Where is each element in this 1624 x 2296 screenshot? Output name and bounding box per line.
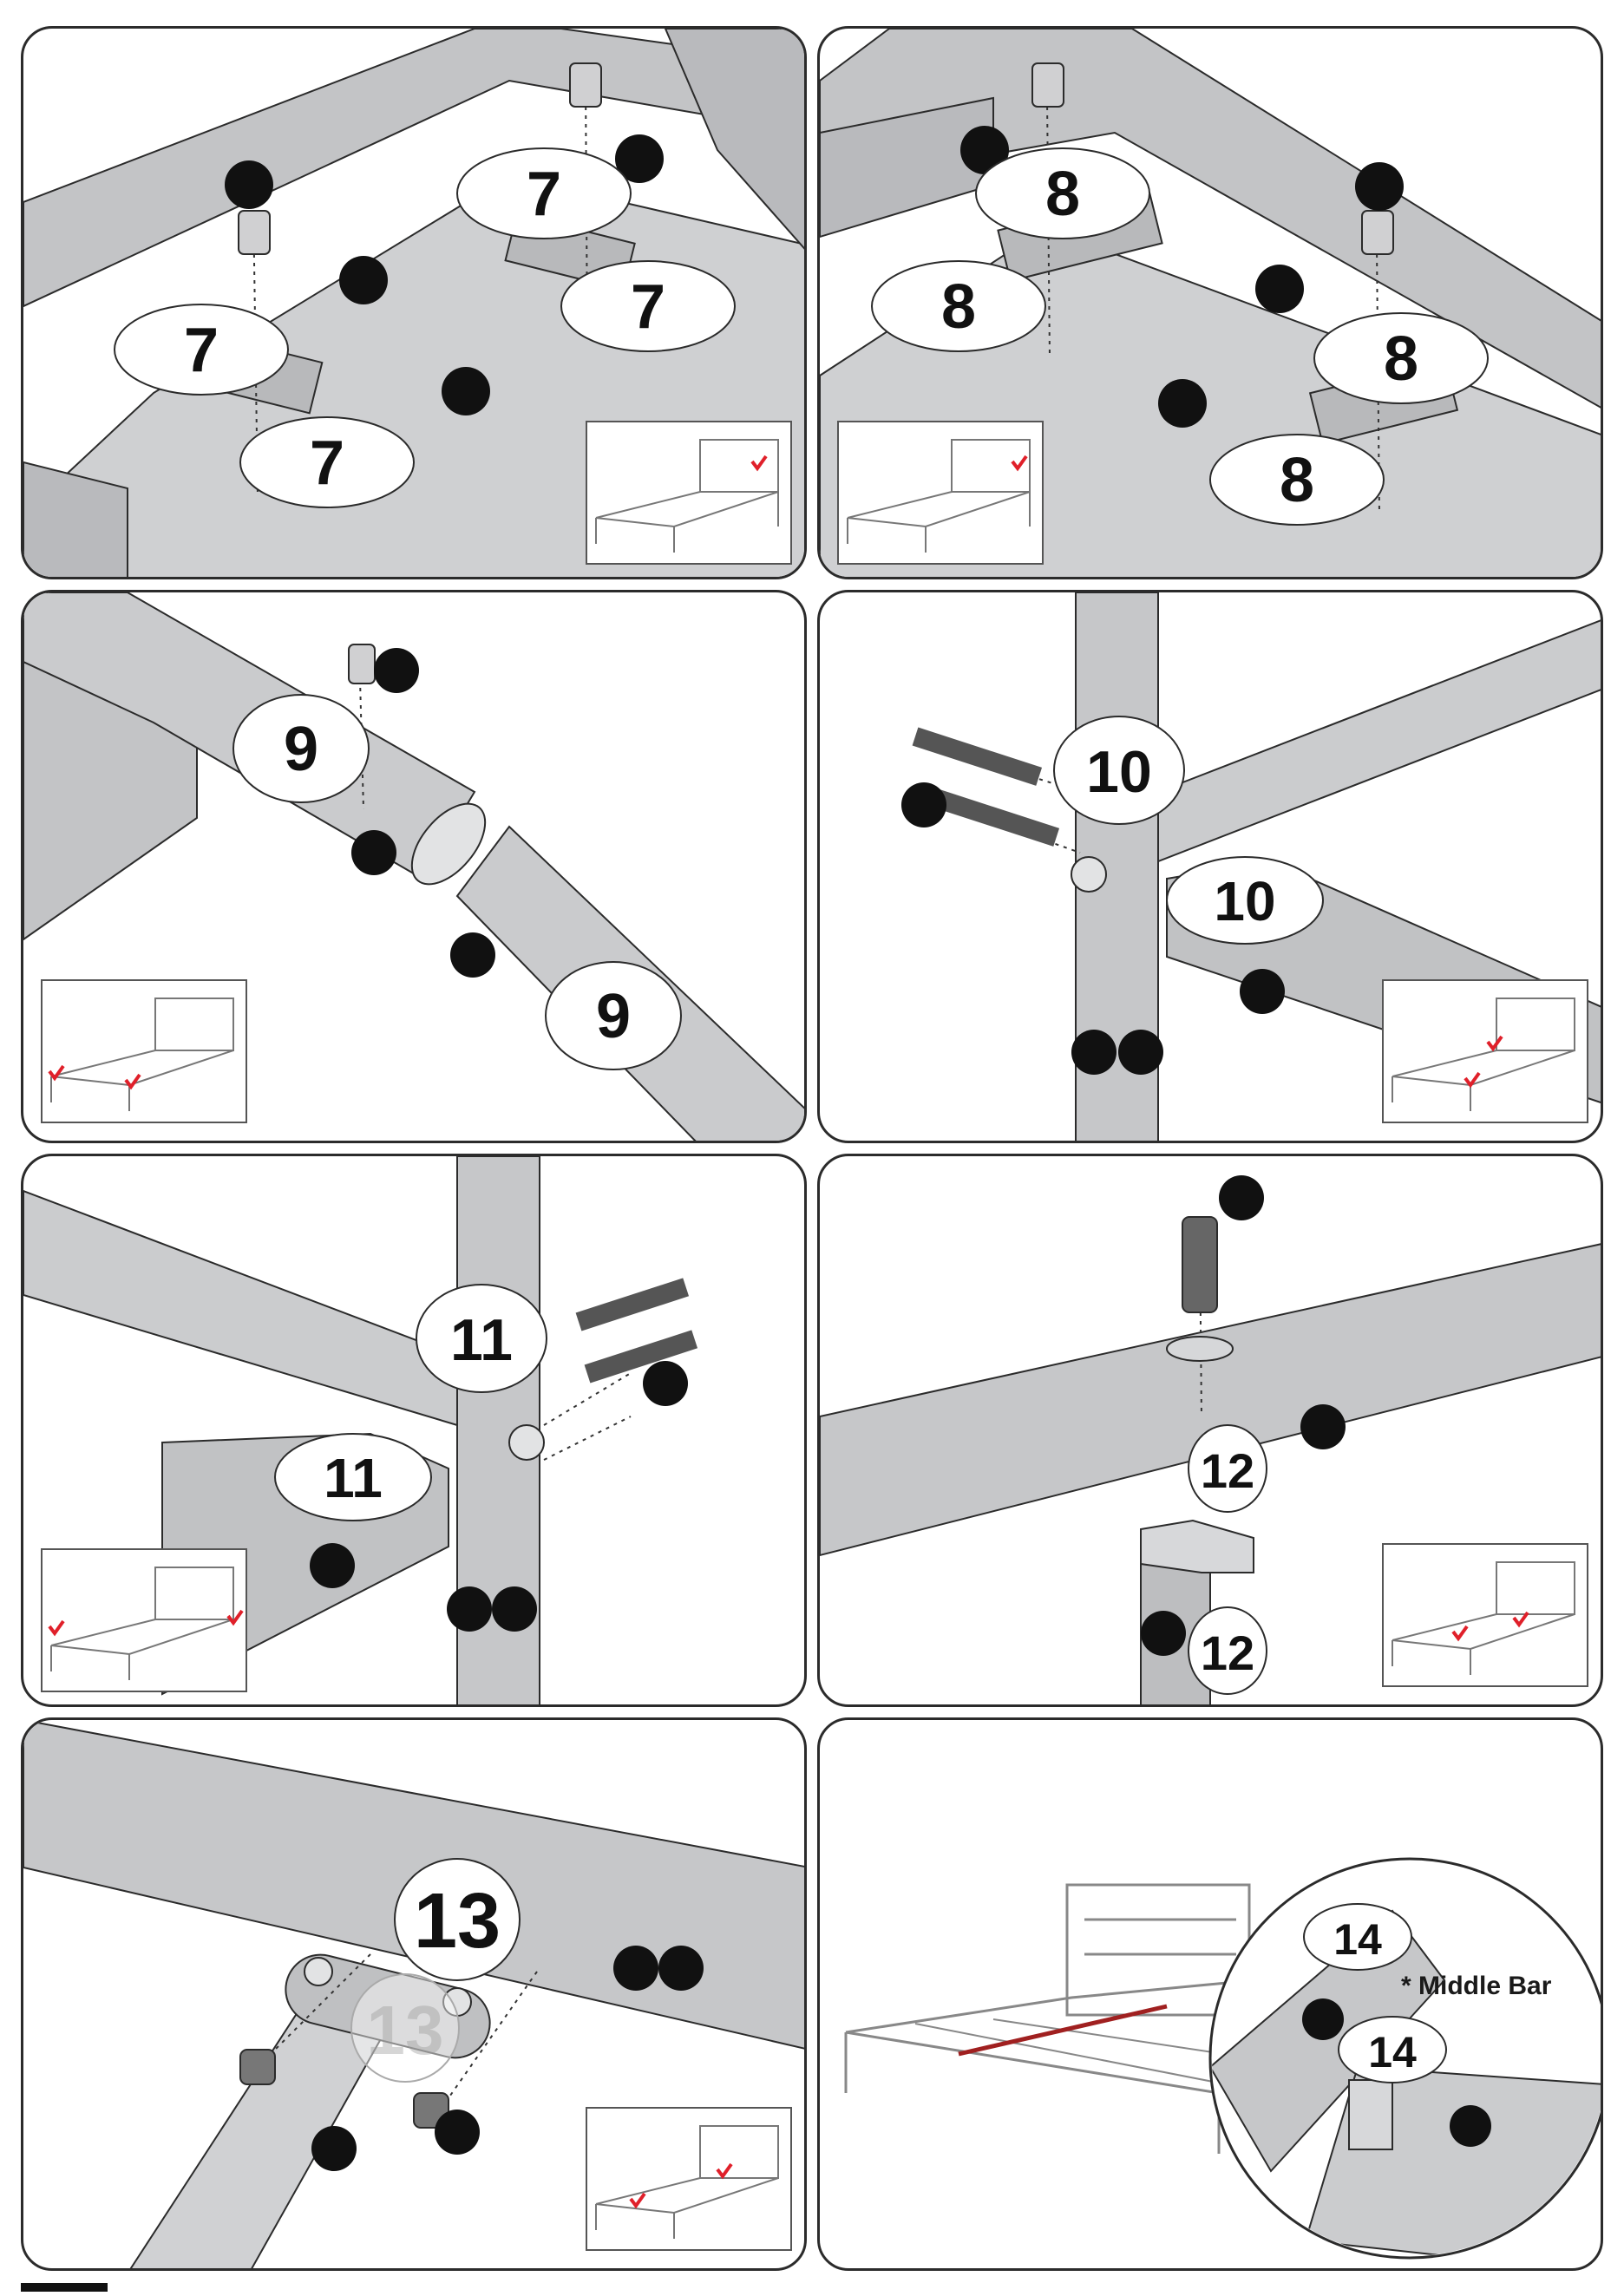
part-marker xyxy=(1302,1998,1344,2040)
bed-frame-icon xyxy=(587,2109,790,2249)
check-icon xyxy=(126,1075,140,1087)
part-marker xyxy=(1071,1030,1116,1075)
middle-bar-highlight xyxy=(959,2006,1167,2054)
bed-overview-inset xyxy=(1382,1543,1588,1687)
step-label: 14 xyxy=(1368,2028,1417,2077)
part-marker xyxy=(1158,379,1207,428)
bed-frame-icon xyxy=(1384,981,1587,1122)
step-label: 7 xyxy=(184,316,219,385)
step-9-panel: 9 9 xyxy=(21,590,807,1143)
check-icon xyxy=(1488,1037,1502,1049)
step-label: 14 xyxy=(1333,1915,1382,1964)
part-marker xyxy=(442,367,490,415)
step-label: 11 xyxy=(324,1447,383,1509)
part-marker xyxy=(447,1586,492,1632)
bed-frame-icon xyxy=(587,422,790,563)
check-icon xyxy=(228,1611,242,1623)
bed-frame-icon xyxy=(43,1550,246,1691)
check-icon xyxy=(1012,456,1026,468)
step-label: 13 xyxy=(414,1878,501,1965)
check-icon xyxy=(752,456,766,468)
part-marker xyxy=(450,932,495,978)
part-marker xyxy=(613,1946,658,1991)
part-marker xyxy=(1255,265,1304,313)
page-footer-bar xyxy=(21,2283,108,2292)
step-label: 12 xyxy=(1201,1443,1254,1498)
step-label: 12 xyxy=(1201,1626,1254,1680)
bed-overview-inset xyxy=(586,2107,792,2251)
part-marker xyxy=(658,1946,704,1991)
bed-overview-inset xyxy=(586,421,792,565)
step-label: 8 xyxy=(1280,446,1314,515)
part-marker xyxy=(1300,1404,1346,1449)
step-label: 8 xyxy=(1384,324,1418,394)
hardware-marker xyxy=(374,648,419,693)
bed-frame-icon xyxy=(43,981,246,1122)
hardware-marker xyxy=(901,782,946,827)
check-icon xyxy=(717,2164,731,2176)
step-label: 8 xyxy=(941,272,976,342)
part-marker xyxy=(1141,1611,1186,1656)
hardware-marker xyxy=(643,1361,688,1406)
bed-frame-icon xyxy=(839,422,1042,563)
bed-overview-inset xyxy=(1382,979,1588,1123)
check-icon xyxy=(1453,1626,1467,1639)
hardware-marker xyxy=(435,2110,480,2155)
check-icon xyxy=(49,1066,63,1078)
step-label: 8 xyxy=(1045,160,1080,229)
bed-overview-inset xyxy=(41,1548,247,1692)
step-7-panel: 7 7 7 7 xyxy=(21,26,807,579)
step-label: 10 xyxy=(1086,739,1152,805)
step-label: 11 xyxy=(450,1307,513,1373)
part-marker xyxy=(1240,969,1285,1014)
hardware-marker xyxy=(1355,162,1404,211)
part-marker xyxy=(351,830,396,875)
step-label: 10 xyxy=(1214,870,1275,932)
step-label: 7 xyxy=(631,272,665,342)
bed-overview-inset xyxy=(837,421,1044,565)
hardware-marker xyxy=(225,160,273,209)
part-marker xyxy=(310,1543,355,1588)
step-11-panel: 11 11 xyxy=(21,1154,807,1707)
bed-frame-icon xyxy=(1384,1545,1587,1685)
step-label: 7 xyxy=(527,160,561,229)
step-label: 13 xyxy=(367,1992,444,2069)
middle-bar-note: * Middle Bar xyxy=(1401,1972,1551,2001)
hardware-marker xyxy=(1219,1175,1264,1220)
step-label: 9 xyxy=(284,715,318,784)
step-label: 9 xyxy=(596,982,631,1051)
part-marker xyxy=(311,2126,357,2171)
step-14-panel: 14 14 * Middle Bar xyxy=(817,1717,1603,2271)
step-13-panel: 13 13 xyxy=(21,1717,807,2271)
part-marker xyxy=(1450,2105,1491,2147)
part-marker xyxy=(492,1586,537,1632)
part-marker xyxy=(339,256,388,304)
bed-overview-inset xyxy=(41,979,247,1123)
part-marker xyxy=(1118,1030,1163,1075)
step-12-panel: 12 12 xyxy=(817,1154,1603,1707)
step-10-panel: 10 10 xyxy=(817,590,1603,1143)
step-8-panel: 8 8 8 8 xyxy=(817,26,1603,579)
step-label: 7 xyxy=(310,428,344,498)
check-icon xyxy=(49,1621,63,1633)
